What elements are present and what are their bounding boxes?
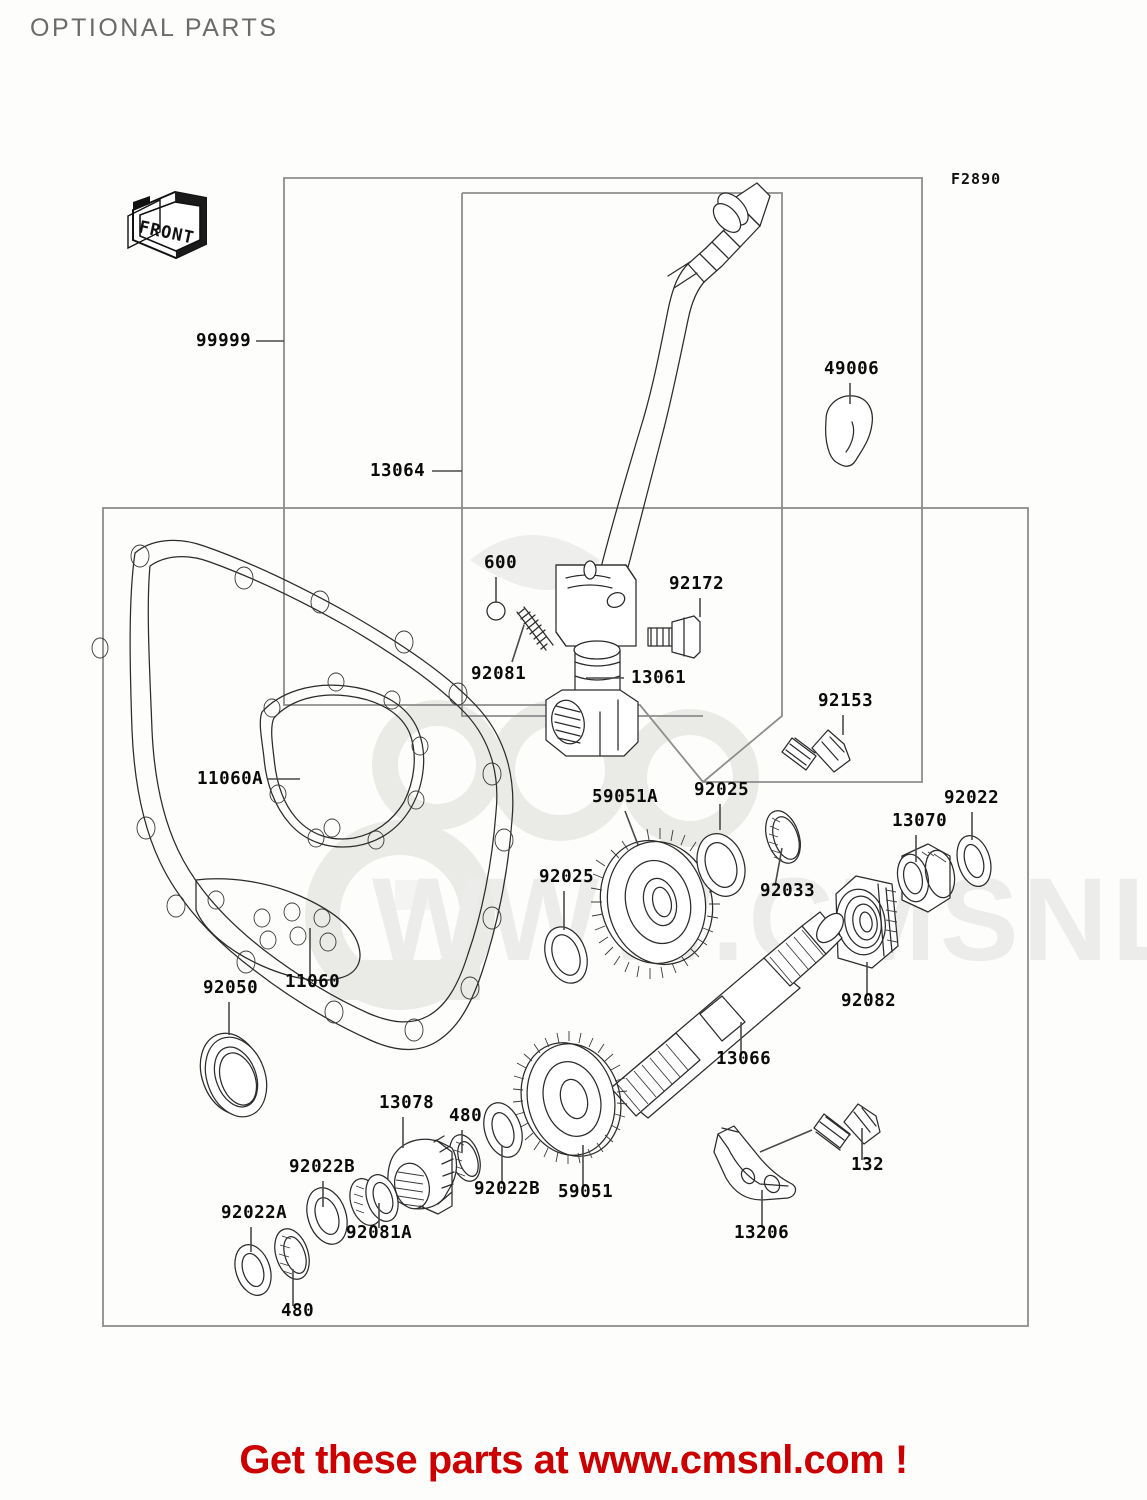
callout-13064: 13064 (370, 461, 462, 481)
part-number-label: 13206 (734, 1223, 789, 1243)
part-number-label: 92172 (669, 574, 724, 594)
part-washer-92022A (234, 1244, 272, 1296)
part-number-label: 13078 (379, 1093, 434, 1113)
callout-59051A: 59051A (592, 787, 658, 846)
part-washer-92022 (956, 834, 992, 888)
part-circlip-480-lower (274, 1228, 310, 1280)
part-washer-92025-left (544, 926, 588, 984)
part-number-label: 13064 (370, 461, 425, 481)
part-number-label: 92081 (471, 664, 526, 684)
part-cover-gasket (91, 539, 514, 1051)
part-bolt-92153 (781, 729, 851, 773)
callout-92081A: 92081A (346, 1203, 412, 1243)
callout-13078: 13078 (379, 1093, 434, 1148)
part-number-label: 99999 (196, 331, 251, 351)
callout-11060A: 11060A (197, 769, 300, 789)
callout-13061: 13061 (586, 668, 686, 688)
cmsnl-watermark: WWW.CMSNL.COM (305, 535, 1147, 1010)
callout-11060: 11060 (285, 928, 340, 992)
part-number-label: 13066 (716, 1049, 771, 1069)
part-ratchet-arm-13206 (713, 1125, 797, 1201)
part-number-label: 59051 (558, 1182, 613, 1202)
callout-92082: 92082 (841, 962, 896, 1011)
part-spring-92081A (349, 1174, 399, 1226)
front-arrow-marker: FRONT (127, 190, 207, 260)
callout-13070: 13070 (892, 811, 947, 862)
callout-92022: 92022 (944, 788, 999, 840)
main-assembly-frame (102, 507, 1029, 1327)
part-rubber-boot (824, 395, 873, 467)
callouts-group: 99999 13064 49006 600 92081 92172 13061 92153 11… (196, 331, 999, 1321)
part-number-label: 11060 (285, 972, 340, 992)
part-kick-starter-lever (585, 182, 771, 717)
callout-92022B: 92022B (289, 1157, 355, 1207)
callout-92033: 92033 (760, 847, 815, 901)
part-number-label: 92050 (203, 978, 258, 998)
part-number-label: 92022B (289, 1157, 355, 1177)
part-oil-seal-92050 (199, 1032, 268, 1118)
callout-600: 600 (484, 553, 517, 603)
part-steel-ball (486, 601, 506, 621)
part-shaft-13066 (610, 911, 844, 1119)
part-number-label: 480 (449, 1106, 482, 1126)
part-number-label: 92025 (694, 780, 749, 800)
part-number-label: 132 (851, 1155, 884, 1175)
callout-92050: 92050 (203, 978, 258, 1035)
part-bolt-92172 (647, 615, 701, 659)
callout-92153: 92153 (818, 691, 873, 735)
callout-480: 480 (281, 1269, 314, 1321)
callout-59051: 59051 (558, 1145, 613, 1202)
lever-grip (667, 182, 771, 289)
part-spring-92081 (516, 606, 554, 651)
callout-92025: 92025 (694, 780, 749, 830)
part-idle-gear-59051 (512, 1031, 628, 1164)
callout-480: 480 (449, 1106, 482, 1152)
part-bolt-132 (759, 1103, 881, 1153)
callout-49006: 49006 (824, 359, 879, 404)
part-number-label: 92022A (221, 1203, 287, 1223)
part-inner-gasket (259, 672, 429, 850)
parts-diagram: WWW.CMSNL.COM F2890 FRONT (91, 170, 1147, 1327)
part-collar-13070 (896, 843, 956, 913)
part-number-label: 13070 (892, 811, 947, 831)
part-number-label: 480 (281, 1301, 314, 1321)
leader-line (624, 810, 639, 846)
callout-92172: 92172 (669, 574, 724, 617)
part-circlip-480-upper (449, 1134, 481, 1182)
callout-92025: 92025 (539, 867, 594, 930)
part-washer-92022B-right (483, 1102, 523, 1158)
part-number-label: 92081A (346, 1223, 412, 1243)
part-kick-ratchet-body (545, 560, 639, 757)
callout-132: 132 (851, 1128, 884, 1175)
page-title: OPTIONAL PARTS (30, 14, 279, 42)
diagram-code: F2890 (951, 170, 1001, 188)
callout-92022A: 92022A (221, 1203, 287, 1252)
callout-92081: 92081 (471, 624, 526, 684)
part-number-label: 11060A (197, 769, 263, 789)
part-number-label: 59051A (592, 787, 658, 807)
lever-frame (462, 192, 783, 783)
part-ratchet-guide-13078 (387, 1135, 458, 1215)
part-number-label: 600 (484, 553, 517, 573)
part-number-label: 92033 (760, 881, 815, 901)
part-number-label: 13061 (631, 668, 686, 688)
part-washer-92025-right (696, 833, 746, 897)
callout-13206: 13206 (734, 1190, 789, 1243)
callout-99999: 99999 (196, 331, 284, 351)
leader-line (774, 847, 783, 887)
part-number-label: 92153 (818, 691, 873, 711)
cmsnl-tagline: Get these parts at www.cmsnl.com ! (239, 1438, 908, 1482)
part-number-label: 92082 (841, 991, 896, 1011)
part-kick-gear-59051A (590, 828, 721, 979)
callout-13066: 13066 (716, 1022, 771, 1069)
part-washer-92022B-left (306, 1187, 348, 1245)
leader-line (511, 624, 525, 663)
part-number-label: 49006 (824, 359, 879, 379)
part-snap-ring-92033 (765, 810, 801, 864)
part-number-label: 92025 (539, 867, 594, 887)
part-number-label: 92022 (944, 788, 999, 808)
callout-92022B: 92022B (474, 1146, 540, 1199)
part-number-label: 92022B (474, 1179, 540, 1199)
